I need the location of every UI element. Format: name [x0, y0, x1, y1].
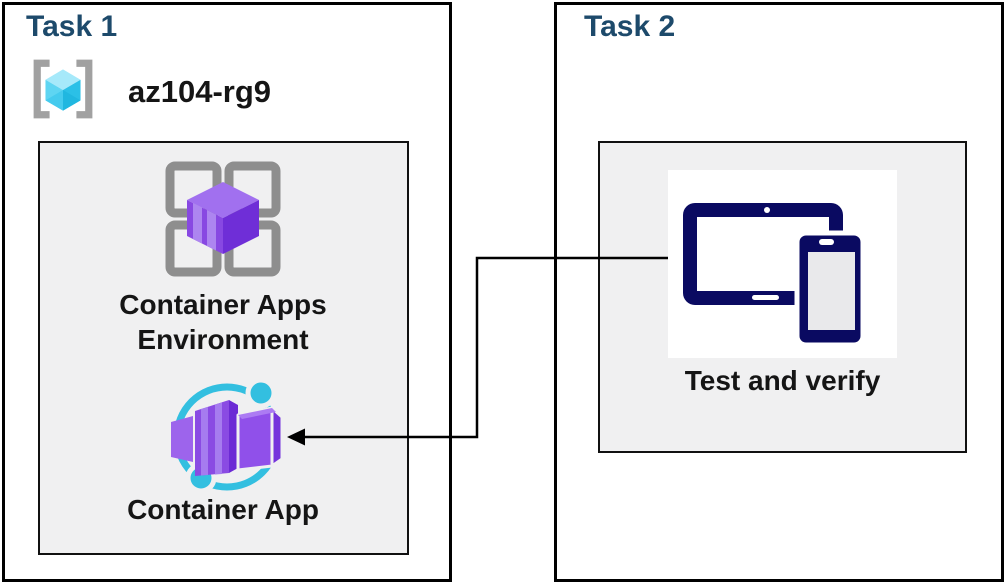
container-apps-environment-label: Container Apps Environment: [119, 289, 327, 355]
devices-icon-plate: [668, 170, 897, 358]
resource-group-icon: [33, 59, 93, 119]
tablet-phone-devices-icon: [683, 203, 866, 348]
task1-title: Task 1: [26, 10, 118, 43]
task2-title: Task 2: [584, 10, 676, 43]
test-and-verify-label: Test and verify: [684, 365, 881, 396]
container-app-label: Container App: [127, 494, 319, 525]
container-app-icon: [171, 377, 284, 494]
container-apps-environment-icon: [165, 161, 281, 277]
resource-group-name: az104-rg9: [128, 74, 272, 109]
